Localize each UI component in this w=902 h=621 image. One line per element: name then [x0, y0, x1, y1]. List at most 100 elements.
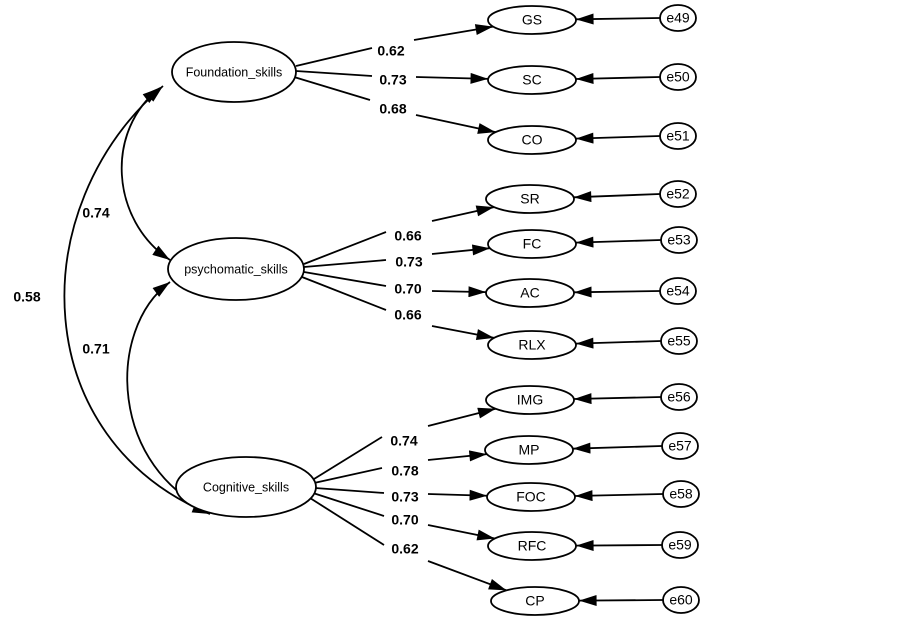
loading-arrow-ac: [431, 286, 487, 298]
error-node-e60: e60: [662, 586, 700, 614]
error-arrow-e49: [575, 13, 661, 25]
loading-edge-rlx: [301, 276, 387, 311]
correlation-curve-f-p: [120, 87, 171, 261]
observed-ellipse: [486, 482, 576, 512]
error-ellipse: [659, 180, 697, 208]
error-node-e58: e58: [662, 480, 700, 508]
observed-ellipse: [487, 65, 577, 95]
error-ellipse: [659, 4, 697, 32]
loading-arrow-img: [427, 407, 496, 427]
observed-ellipse: [487, 330, 577, 360]
error-node-e55: e55: [660, 327, 698, 355]
loading-label-co: 0.68: [379, 101, 406, 117]
error-arrow-e52: [573, 191, 661, 203]
loading-label-img: 0.74: [390, 433, 417, 449]
observed-ellipse: [485, 278, 575, 308]
loading-edge-img: [313, 436, 383, 480]
error-label: e52: [666, 186, 690, 202]
error-arrow-e60: [578, 595, 664, 607]
loading-arrow-mp: [427, 450, 488, 462]
error-ellipse: [662, 586, 700, 614]
observed-label: SR: [520, 191, 539, 207]
observed-label: RLX: [518, 337, 546, 353]
error-node-e54: e54: [659, 277, 697, 305]
loading-edge-foc: [314, 487, 385, 494]
loading-edge-fc: [303, 259, 387, 268]
loading-label-foc: 0.73: [391, 489, 418, 505]
loading-label-fc: 0.73: [395, 254, 422, 270]
observed-ellipse: [485, 385, 575, 415]
observed-ellipse: [490, 586, 580, 616]
loading-edge-rfc: [312, 492, 385, 517]
error-node-e51: e51: [659, 122, 697, 150]
loading-label-sr: 0.66: [394, 228, 421, 244]
observed-node-ac: AC: [485, 278, 575, 308]
loading-label-gs: 0.62: [377, 43, 404, 59]
observed-label: CO: [522, 132, 543, 148]
observed-ellipse: [485, 184, 575, 214]
correlation-label-f-c: 0.58: [13, 289, 40, 305]
observed-node-mp: MP: [484, 435, 574, 465]
loading-arrow-rfc: [427, 524, 496, 541]
error-ellipse: [661, 432, 699, 460]
error-node-e59: e59: [661, 531, 699, 559]
error-ellipse: [660, 327, 698, 355]
correlation-curve-f-c: [63, 85, 211, 515]
labels-layer: 0.62 0.73 0.68 0.66 0.73 0.70 0.66 0.74 0.78 0.73…: [13, 43, 422, 557]
error-node-e52: e52: [659, 180, 697, 208]
observed-node-cp: CP: [490, 586, 580, 616]
observed-ellipse: [484, 435, 574, 465]
error-label: e56: [667, 389, 691, 405]
error-node-e53: e53: [660, 226, 698, 254]
error-arrow-e53: [575, 236, 662, 248]
loading-edge-sc: [295, 70, 373, 77]
loading-label-ac: 0.70: [394, 281, 421, 297]
observed-ellipse: [487, 531, 577, 561]
loading-edge-gs: [295, 47, 373, 67]
observed-label: FOC: [516, 489, 546, 505]
error-ellipse: [661, 531, 699, 559]
loading-edge-ac: [303, 271, 387, 287]
loading-edge-co: [293, 76, 371, 101]
observed-ellipse: [487, 229, 577, 259]
latent-ellipse: [175, 456, 317, 518]
latent-label: Foundation_skills: [186, 65, 283, 79]
error-arrow-e51: [575, 132, 661, 144]
error-arrow-e55: [575, 337, 662, 349]
error-arrow-e50: [575, 73, 661, 85]
observed-node-sc: SC: [487, 65, 577, 95]
loading-edge-mp: [313, 467, 383, 484]
observed-label: GS: [522, 12, 542, 28]
latent-node-foundation-skills: Foundation_skills: [171, 41, 297, 103]
observed-label: SC: [522, 72, 541, 88]
loading-label-sc: 0.73: [379, 72, 406, 88]
observed-label: MP: [519, 442, 540, 458]
error-label: e53: [667, 232, 691, 248]
loading-edge-sr: [303, 231, 387, 265]
error-label: e58: [669, 486, 693, 502]
loading-label-cp: 0.62: [391, 541, 418, 557]
observed-ellipse: [487, 125, 577, 155]
observed-label: IMG: [517, 392, 543, 408]
observed-label: CP: [525, 593, 544, 609]
error-node-e57: e57: [661, 432, 699, 460]
error-node-e50: e50: [659, 63, 697, 91]
observed-node-rlx: RLX: [487, 330, 577, 360]
latent-node-psychomatic-skills: psychomatic_skills: [167, 237, 305, 301]
loading-arrow-cp: [427, 560, 507, 592]
loading-arrow-gs: [413, 24, 494, 41]
nodes-layer: Foundation_skills psychomatic_skillsCogni…: [167, 4, 700, 616]
error-ellipse: [659, 122, 697, 150]
latent-ellipse: [167, 237, 305, 301]
error-label: e50: [666, 69, 690, 85]
error-label: e54: [666, 283, 690, 299]
latent-label: Cognitive_skills: [203, 480, 289, 494]
loading-arrow-co: [415, 114, 496, 134]
latent-ellipse: [171, 41, 297, 103]
loading-label-rlx: 0.66: [394, 307, 421, 323]
loading-label-mp: 0.78: [391, 463, 418, 479]
correlation-label-f-p: 0.74: [82, 205, 109, 221]
error-label: e55: [667, 333, 691, 349]
error-arrow-e56: [573, 393, 662, 405]
